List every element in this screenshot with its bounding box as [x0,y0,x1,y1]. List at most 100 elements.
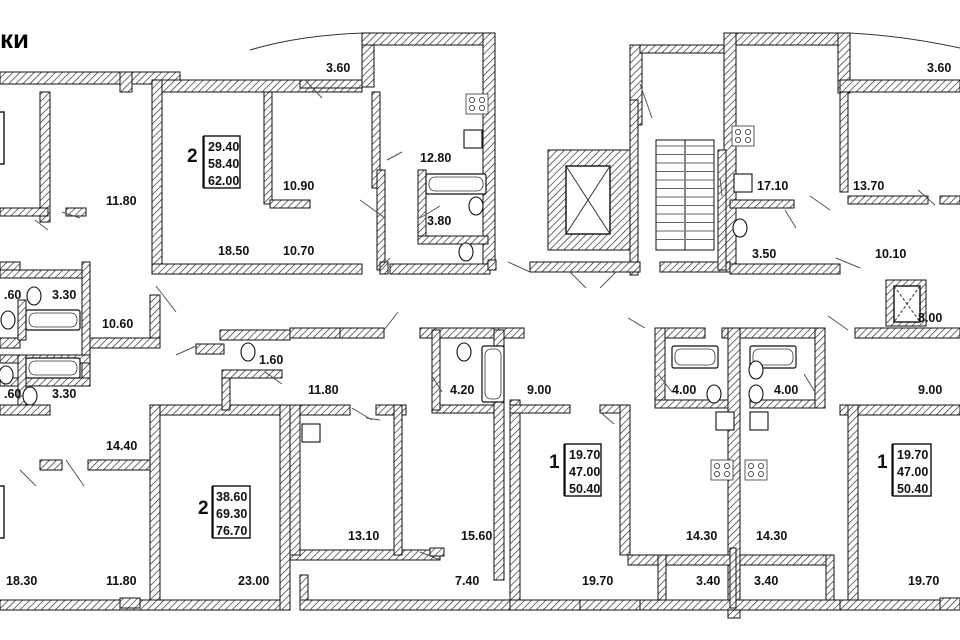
apartment-total-area: 47.00 [897,465,928,479]
wall-segment [149,404,161,611]
burner-icon [748,470,755,477]
area-label: 12.80 [420,151,451,165]
area-label: 19.70 [908,574,939,588]
apartment-summary: 1 19.70 47.00 50.40 [877,443,932,497]
burner-icon [745,128,752,135]
wall-segment [371,91,381,189]
wall-segment [0,377,91,387]
door-swing-line [809,195,831,211]
bathtub-icon [425,173,487,195]
wall-segment [654,327,666,409]
burner-icon [735,128,742,135]
wall-segment [361,32,496,46]
burner-icon [468,97,475,104]
walls [0,32,960,619]
apartment-summaries: 2 29.40 58.40 62.00 2 38.60 69.30 76.70 … [187,135,932,539]
wall-segment [814,327,826,409]
door-swing-line [719,177,723,197]
wall-segment [0,71,181,85]
wall-segment [119,71,133,93]
burner-icon [748,462,755,469]
elevator-shaft [547,149,631,251]
door-swing-line [175,345,197,356]
apartment-living-area: 19.70 [569,448,600,462]
toilet-icon [458,242,474,262]
apartment-rooms: 2 [187,146,198,167]
burner-icon [714,470,721,477]
door-swing-line [835,257,861,269]
wall-segment [739,554,831,566]
door-swing-line [419,551,441,561]
plan-title: ки [0,24,29,54]
door-swing-line [383,311,399,331]
door-swing-line [599,411,615,425]
vent-shaft [885,279,927,327]
door-swing-line [19,469,37,487]
burner-icon [758,470,765,477]
stove-icon [733,173,753,193]
wall-segment [299,599,511,611]
wall-segment [729,547,737,609]
toilet-icon [732,218,748,238]
toilet-icon [240,342,256,362]
area-label: 4.00 [672,383,696,397]
room-areas: 3.60 3.60 11.80 10.90 12.80 17.10 13.70 … [4,61,951,588]
fixtures [0,79,936,561]
door-swing-line [264,371,283,385]
apartment-summary-cropped [0,111,5,539]
area-label: 3.40 [754,574,778,588]
wall-segment [81,261,91,383]
door-swing-line [304,79,323,99]
apartment-living-area: 19.70 [897,448,928,462]
stove-icon [715,411,735,431]
area-label: 18.30 [6,574,37,588]
burner-icon [745,136,752,143]
area-label: 19.70 [582,574,613,588]
wall-segment [87,459,151,471]
door-swing-line [827,315,849,331]
wall-segment [339,327,385,339]
area-label: 3.60 [927,61,951,75]
area-label: 8.00 [918,311,942,325]
wall-segment [839,599,960,611]
toilet-icon [748,360,764,380]
wall-segment [729,263,841,275]
door-swing-line [431,375,443,393]
door-swing-line [657,373,673,393]
wall-segment [65,207,87,217]
wall-segment [429,547,445,557]
wall-segment [289,549,441,561]
cooktop-icon [731,125,755,147]
bathtub-icon [25,357,81,379]
door-swing-line [34,219,49,231]
wall-segment [221,369,283,379]
door-swing-line [377,257,391,271]
wall-segment [17,299,27,341]
wall-segment [0,404,51,416]
area-label: 1.60 [259,353,283,367]
wall-segment [839,404,960,416]
door-swing-line [599,271,617,289]
bathtub-inner-icon [674,348,716,366]
wall-segment [279,404,291,611]
toilet-icon [468,196,484,216]
wall-segment [579,599,641,611]
door-swing-line [61,211,81,219]
bathtub-icon [25,309,81,331]
toilet-icon [456,342,472,362]
area-label: 18.50 [218,244,249,258]
area-label: 3.30 [52,387,76,401]
wall-segment [482,32,496,269]
cooktop-icon [744,459,768,481]
wall-segment [639,44,725,54]
area-label: 4.00 [774,383,798,397]
wall-segment [729,199,795,209]
wall-segment [487,259,497,271]
apartment-total-area: 69.30 [216,507,247,521]
apartment-rooms: 1 [877,452,888,473]
wall-segment [529,261,641,273]
wall-segment [375,404,407,416]
door-swing-line [917,189,936,206]
wall-segment [717,149,727,271]
